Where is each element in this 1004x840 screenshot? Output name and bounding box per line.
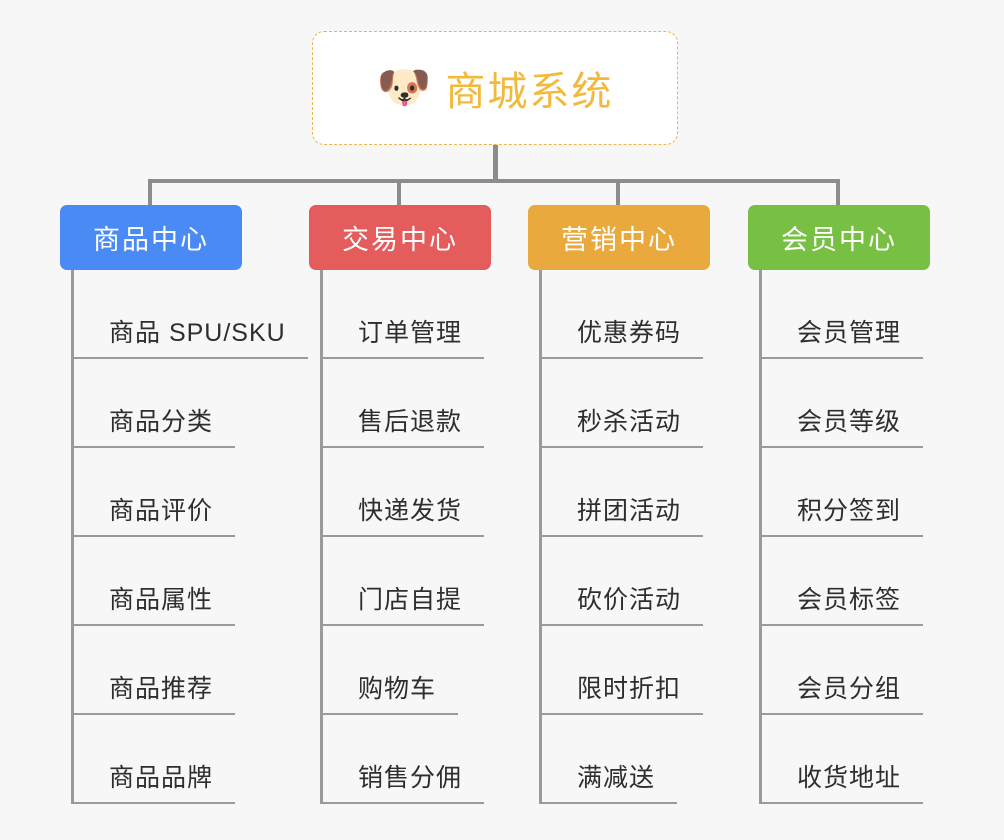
leaf-item[interactable]: 会员管理	[762, 270, 988, 359]
leaf-item[interactable]: 商品 SPU/SKU	[74, 270, 308, 359]
connector-drop-1	[148, 179, 152, 207]
leaf-item[interactable]: 售后退款	[323, 359, 549, 448]
branch-header-2[interactable]: 交易中心	[309, 205, 491, 270]
leaf-item[interactable]: 销售分佣	[323, 715, 549, 804]
leaf-item[interactable]: 拼团活动	[542, 448, 768, 537]
leaf-item[interactable]: 购物车	[323, 626, 549, 715]
branch-items-1: 商品 SPU/SKU 商品分类 商品评价 商品属性 商品推荐 商品品牌	[71, 270, 308, 804]
leaf-item[interactable]: 门店自提	[323, 537, 549, 626]
connector-horizontal-bus	[148, 179, 840, 183]
leaf-item-label: 砍价活动	[542, 580, 704, 626]
leaf-item-label: 购物车	[323, 669, 459, 715]
leaf-item[interactable]: 收货地址	[762, 715, 988, 804]
connector-drop-3	[616, 179, 620, 207]
leaf-item-label: 商品分类	[74, 402, 236, 448]
root-node[interactable]: 🐶 商城系统	[312, 31, 678, 145]
leaf-item-label: 快递发货	[323, 491, 485, 537]
branch-header-label: 会员中心	[781, 225, 897, 255]
leaf-item[interactable]: 商品评价	[74, 448, 305, 537]
leaf-item[interactable]: 秒杀活动	[542, 359, 768, 448]
root-title: 商城系统	[445, 70, 614, 114]
connector-drop-2	[397, 179, 401, 207]
branch-column-3: 营销中心 优惠券码 秒杀活动 拼团活动 砍价活动 限时折扣 满减送	[528, 205, 768, 804]
leaf-item-label: 会员标签	[762, 580, 924, 626]
dog-face-icon: 🐶	[376, 63, 432, 112]
leaf-item[interactable]: 会员标签	[762, 537, 988, 626]
leaf-item-label: 收货地址	[762, 758, 924, 804]
branch-items-4: 会员管理 会员等级 积分签到 会员标签 会员分组 收货地址	[759, 270, 988, 804]
leaf-item[interactable]: 满减送	[542, 715, 768, 804]
leaf-item-label: 满减送	[542, 758, 678, 804]
leaf-item-label: 会员分组	[762, 669, 924, 715]
branch-header-label: 营销中心	[561, 225, 677, 255]
branch-items-3: 优惠券码 秒杀活动 拼团活动 砍价活动 限时折扣 满减送	[539, 270, 768, 804]
leaf-item-label: 会员管理	[762, 313, 924, 359]
branch-column-1: 商品中心 商品 SPU/SKU 商品分类 商品评价 商品属性 商品推荐 商品品牌	[60, 205, 308, 804]
leaf-item-label: 订单管理	[323, 313, 485, 359]
leaf-item-label: 销售分佣	[323, 758, 485, 804]
leaf-item-label: 拼团活动	[542, 491, 704, 537]
leaf-item[interactable]: 商品推荐	[74, 626, 305, 715]
leaf-item[interactable]: 积分签到	[762, 448, 988, 537]
leaf-item-label: 商品推荐	[74, 669, 236, 715]
leaf-item-label: 优惠券码	[542, 313, 704, 359]
branch-header-3[interactable]: 营销中心	[528, 205, 710, 270]
leaf-item[interactable]: 会员等级	[762, 359, 988, 448]
branch-column-4: 会员中心 会员管理 会员等级 积分签到 会员标签 会员分组 收货地址	[748, 205, 988, 804]
branch-header-label: 商品中心	[93, 225, 209, 255]
branch-header-4[interactable]: 会员中心	[748, 205, 930, 270]
branch-header-1[interactable]: 商品中心	[60, 205, 242, 270]
leaf-item[interactable]: 商品分类	[74, 359, 305, 448]
leaf-item[interactable]: 商品品牌	[74, 715, 305, 804]
leaf-item-label: 限时折扣	[542, 669, 704, 715]
branch-column-2: 交易中心 订单管理 售后退款 快递发货 门店自提 购物车 销售分佣	[309, 205, 549, 804]
leaf-item[interactable]: 快递发货	[323, 448, 549, 537]
leaf-item-label: 商品属性	[74, 580, 236, 626]
connector-drop-4	[836, 179, 840, 207]
leaf-item-label: 商品品牌	[74, 758, 236, 804]
leaf-item-label: 售后退款	[323, 402, 485, 448]
connector-root-stem	[493, 145, 498, 182]
leaf-item-label: 会员等级	[762, 402, 924, 448]
leaf-item-label: 商品评价	[74, 491, 236, 537]
leaf-item-label: 积分签到	[762, 491, 924, 537]
leaf-item[interactable]: 订单管理	[323, 270, 549, 359]
leaf-item-label: 商品 SPU/SKU	[74, 313, 308, 359]
leaf-item-label: 门店自提	[323, 580, 485, 626]
leaf-item[interactable]: 商品属性	[74, 537, 305, 626]
leaf-item-label: 秒杀活动	[542, 402, 704, 448]
leaf-item[interactable]: 限时折扣	[542, 626, 768, 715]
leaf-item[interactable]: 优惠券码	[542, 270, 768, 359]
branch-header-label: 交易中心	[342, 225, 458, 255]
leaf-item[interactable]: 会员分组	[762, 626, 988, 715]
leaf-item[interactable]: 砍价活动	[542, 537, 768, 626]
branch-items-2: 订单管理 售后退款 快递发货 门店自提 购物车 销售分佣	[320, 270, 549, 804]
